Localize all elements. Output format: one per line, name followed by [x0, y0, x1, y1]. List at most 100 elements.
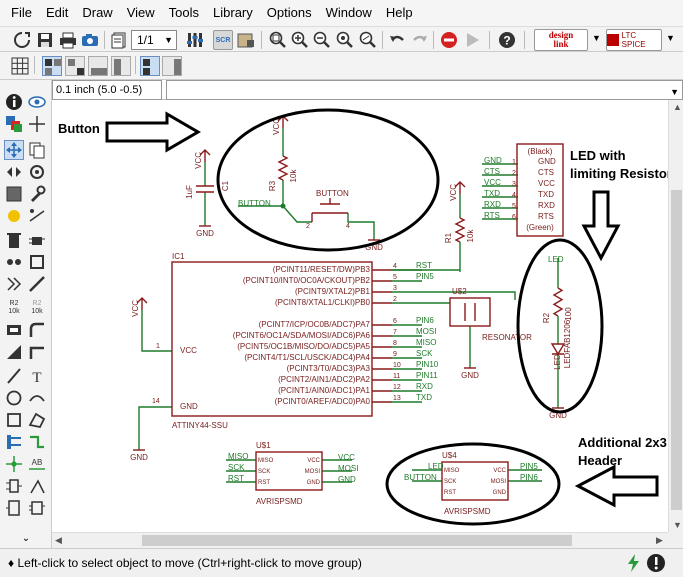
split-wire-icon[interactable]: [4, 342, 24, 362]
horizontal-scroll-thumb[interactable]: [142, 535, 572, 546]
part-icon[interactable]: [27, 498, 47, 518]
add-icon[interactable]: [27, 230, 47, 250]
u1-pin-left-1: SCK: [258, 469, 270, 475]
gateswap-icon[interactable]: [4, 274, 24, 294]
paste-icon[interactable]: [4, 206, 24, 226]
arc-icon[interactable]: [27, 388, 47, 408]
zoom-area-icon[interactable]: [358, 30, 378, 50]
scroll-down-icon[interactable]: ▼: [673, 520, 682, 530]
menu-library[interactable]: Library: [213, 5, 253, 20]
chevron-down-icon[interactable]: ▼: [670, 87, 679, 97]
layer-view-2-icon[interactable]: [65, 56, 85, 76]
label-icon[interactable]: AB: [27, 454, 47, 474]
errors-icon[interactable]: [4, 498, 24, 518]
vcc-mcu-label: VCC: [131, 300, 140, 317]
print-icon[interactable]: [58, 30, 78, 50]
net-icon[interactable]: [27, 432, 47, 452]
change-icon[interactable]: [27, 184, 47, 204]
copy-icon[interactable]: [27, 140, 47, 160]
command-row: 0.1 inch (5.0 -0.5) ▼: [52, 80, 683, 100]
layer-view-6-icon[interactable]: [162, 56, 182, 76]
replace-icon[interactable]: [27, 252, 47, 272]
command-input[interactable]: ▼: [166, 80, 683, 100]
rotate-icon[interactable]: [27, 162, 47, 182]
sheet-select[interactable]: 1/1▼: [131, 30, 177, 50]
menu-tools[interactable]: Tools: [168, 5, 200, 20]
layer-view-5-icon[interactable]: [140, 56, 160, 76]
show-icon[interactable]: [27, 92, 47, 112]
u4-net-right-0: PIN5: [520, 462, 538, 471]
layer-view-4-icon[interactable]: [111, 56, 131, 76]
layer-settings-icon[interactable]: [185, 30, 205, 50]
scroll-right-icon[interactable]: ▶: [656, 535, 663, 545]
text-icon[interactable]: T: [27, 366, 47, 386]
menu-options[interactable]: Options: [266, 5, 312, 20]
stop-icon[interactable]: [439, 30, 459, 50]
save-icon[interactable]: [35, 30, 55, 50]
display-layers-icon[interactable]: [4, 114, 24, 134]
grid-icon[interactable]: [10, 56, 30, 76]
cam-icon[interactable]: [80, 30, 100, 50]
menu-draw[interactable]: Draw: [82, 5, 113, 20]
mirror-icon[interactable]: [4, 162, 24, 182]
pinswap-icon[interactable]: [4, 252, 24, 272]
zoom-fit-icon[interactable]: [268, 30, 288, 50]
zoom-out-icon[interactable]: [312, 30, 332, 50]
delete-icon[interactable]: [4, 230, 24, 250]
menu-window[interactable]: Window: [325, 5, 372, 20]
lightning-icon[interactable]: [624, 553, 644, 573]
go-icon[interactable]: [462, 30, 482, 50]
bus-icon[interactable]: [4, 432, 24, 452]
design-link-button[interactable]: design link: [534, 29, 588, 51]
ftdi-num-5: 6: [512, 214, 516, 221]
header-highlight-ellipse: [385, 442, 561, 526]
chevron-down-icon[interactable]: ▼: [592, 33, 601, 43]
menu-help[interactable]: Help: [385, 5, 413, 20]
help-icon[interactable]: ?: [497, 30, 517, 50]
move-icon[interactable]: [4, 140, 24, 160]
erc-icon[interactable]: [27, 476, 47, 496]
svg-text:?: ?: [503, 34, 510, 48]
line-icon[interactable]: [4, 366, 24, 386]
optimize-icon[interactable]: [27, 342, 47, 362]
undo-icon[interactable]: [387, 30, 407, 50]
wire-style-icon[interactable]: [27, 274, 47, 294]
zoom-redraw-icon[interactable]: [335, 30, 355, 50]
menu-view[interactable]: View: [126, 5, 155, 20]
split-icon[interactable]: [27, 206, 47, 226]
ulp-icon[interactable]: [236, 30, 256, 50]
zoom-in-icon[interactable]: [290, 30, 310, 50]
menu-edit[interactable]: Edit: [45, 5, 69, 20]
u1-net-left-1: SCK: [228, 463, 245, 472]
attribute-icon[interactable]: [4, 476, 24, 496]
layer-view-1-icon[interactable]: [42, 56, 62, 76]
chevron-down-icon[interactable]: ⌄: [21, 532, 31, 544]
open-icon[interactable]: [12, 30, 32, 50]
horizontal-scrollbar[interactable]: ◀ ▶: [52, 532, 668, 547]
smash-icon[interactable]: [4, 320, 24, 340]
miter-icon[interactable]: [27, 320, 47, 340]
rect-icon[interactable]: [4, 410, 24, 430]
script-icon[interactable]: SCR: [213, 30, 233, 50]
vertical-scroll-thumb[interactable]: [671, 190, 682, 510]
ltspice-button[interactable]: LTC SPICE: [606, 29, 662, 51]
info-icon[interactable]: [4, 92, 24, 112]
scroll-left-icon[interactable]: ◀: [55, 535, 62, 545]
chevron-down-icon[interactable]: ▼: [666, 33, 675, 43]
mark-icon[interactable]: [27, 114, 47, 134]
menu-file[interactable]: File: [11, 5, 32, 20]
layer-view-3-icon[interactable]: [88, 56, 108, 76]
scroll-up-icon[interactable]: ▲: [673, 102, 682, 112]
junction-icon[interactable]: [4, 454, 24, 474]
circle-icon[interactable]: [4, 388, 24, 408]
sheet-icon[interactable]: [109, 30, 129, 50]
group-icon[interactable]: [4, 184, 24, 204]
polygon-icon[interactable]: [27, 410, 47, 430]
redo-icon[interactable]: [410, 30, 430, 50]
vertical-scrollbar[interactable]: ▲ ▼: [668, 100, 683, 532]
u4-net-right-1: PIN6: [520, 473, 538, 482]
stop-sign-icon[interactable]: [646, 553, 666, 573]
